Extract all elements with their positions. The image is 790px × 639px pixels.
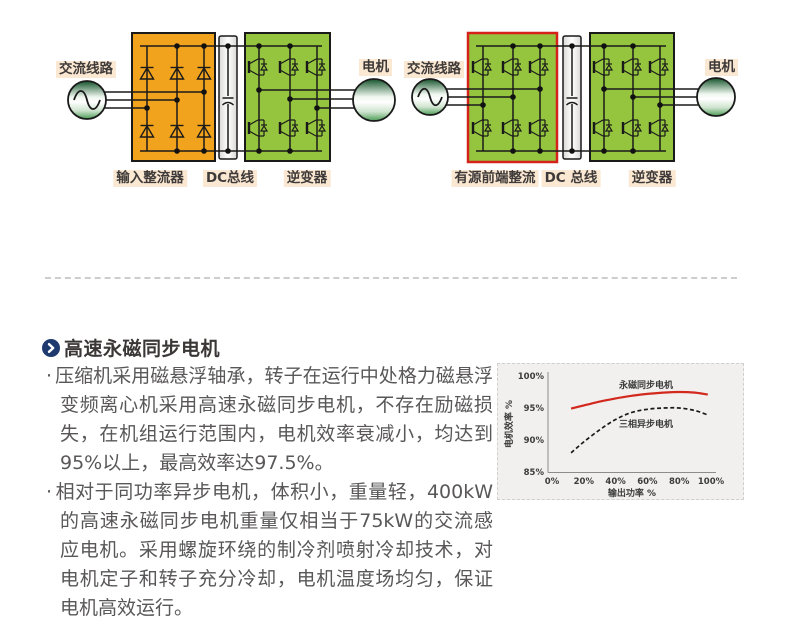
- svg-text:90%: 90%: [524, 436, 545, 446]
- svg-text:60%: 60%: [637, 477, 658, 487]
- efficiency-chart: 100% 95% 90% 85%0% 20% 40% 60% 80% 100% 输出功率 % 电机效…: [503, 372, 725, 499]
- input-rectifier-label: 输入整流器: [113, 170, 187, 187]
- right-ac-line-label: 交流线路: [404, 61, 464, 78]
- svg-text:100%: 100%: [518, 372, 545, 382]
- circuit-diagrams: [67, 31, 736, 164]
- svg-text:输出功率 %: 输出功率 %: [608, 487, 656, 499]
- sine-wave-icon: [417, 87, 443, 107]
- chevron-bullet-icon: [42, 338, 60, 357]
- right-motor-label: 电机: [705, 59, 738, 76]
- svg-text:95%: 95%: [524, 404, 545, 414]
- section-bullets: 压缩机采用磁悬浮轴承，转子在运行中处格力磁悬浮变频离心机采用高速永磁同步电机，不…: [46, 362, 493, 623]
- active-front-end-label: 有源前端整流: [451, 170, 539, 187]
- motor-icon: [352, 78, 396, 122]
- svg-text:40%: 40%: [605, 477, 626, 487]
- motor-icon: [696, 77, 736, 117]
- section-title: 高速永磁同步电机: [64, 338, 221, 360]
- sine-wave-icon: [73, 90, 101, 110]
- svg-text:永磁同步电机: 永磁同步电机: [618, 379, 673, 391]
- left-ac-line-label: 交流线路: [56, 61, 116, 78]
- bullet-item: 相对于同功率异步电机，体积小，重量轻，400kW的高速永磁同步电机重量仅相当于7…: [46, 478, 493, 623]
- left-dc-bus-label: DC总线: [202, 170, 258, 187]
- left-drive-diagram: [67, 32, 396, 162]
- svg-text:电机效率 %: 电机效率 %: [503, 400, 515, 448]
- input-rectifier-box: [131, 32, 216, 162]
- section-title-row: 高速永磁同步电机: [42, 334, 220, 361]
- svg-text:三相异步电机: 三相异步电机: [619, 418, 673, 430]
- svg-text:85%: 85%: [524, 468, 545, 478]
- right-inverter-label: 逆变器: [628, 170, 676, 187]
- efficiency-chart-panel: 100% 95% 90% 85%0% 20% 40% 60% 80% 100% 输出功率 % 电机效…: [497, 363, 744, 500]
- svg-text:80%: 80%: [669, 477, 690, 487]
- right-drive-diagram: [411, 31, 736, 164]
- svg-text:100%: 100%: [698, 477, 725, 487]
- bullet-item: 压缩机采用磁悬浮轴承，转子在运行中处格力磁悬浮变频离心机采用高速永磁同步电机，不…: [46, 362, 493, 478]
- right-dc-bus-label: DC 总线: [541, 170, 601, 187]
- svg-text:0%: 0%: [545, 477, 560, 487]
- left-inverter-label: 逆变器: [283, 170, 331, 187]
- section-divider: [45, 277, 737, 279]
- left-motor-label: 电机: [359, 59, 392, 76]
- svg-text:20%: 20%: [574, 477, 595, 487]
